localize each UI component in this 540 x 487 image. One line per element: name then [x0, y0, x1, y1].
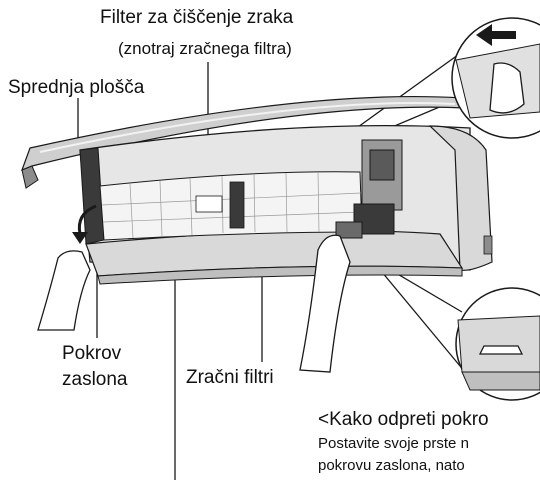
hand-icon [37, 234, 351, 373]
front-panel [20, 95, 467, 189]
latch-icon [478, 345, 524, 355]
internal-mechanism [335, 139, 403, 239]
label-air-filters: Zračni filtri [186, 367, 274, 388]
note-title: <Kako odpreti pokro [318, 409, 489, 430]
note-line-2: pokrovu zaslona, nato [318, 457, 465, 474]
label-front-panel: Sprednja plošča [8, 77, 145, 98]
label-air-cleaning-filter-sub: (znotraj zračnega filtra) [118, 39, 292, 58]
arrow-down-icon [72, 204, 97, 244]
label-air-cleaning-filter: Filter za čiščenje zraka [100, 7, 294, 28]
label-display-cover-line1: Pokrov [62, 343, 122, 364]
arrow-left-icon [476, 24, 516, 46]
air-filter-mesh [99, 171, 363, 241]
note-line-1: Postavite svoje prste n [318, 435, 469, 452]
label-display-cover-line2: zaslona [62, 369, 128, 390]
callout-bottom [455, 287, 540, 401]
callout-top [451, 17, 540, 139]
air-cleaning-filter [195, 195, 223, 213]
callout-line-top-a [357, 51, 463, 128]
